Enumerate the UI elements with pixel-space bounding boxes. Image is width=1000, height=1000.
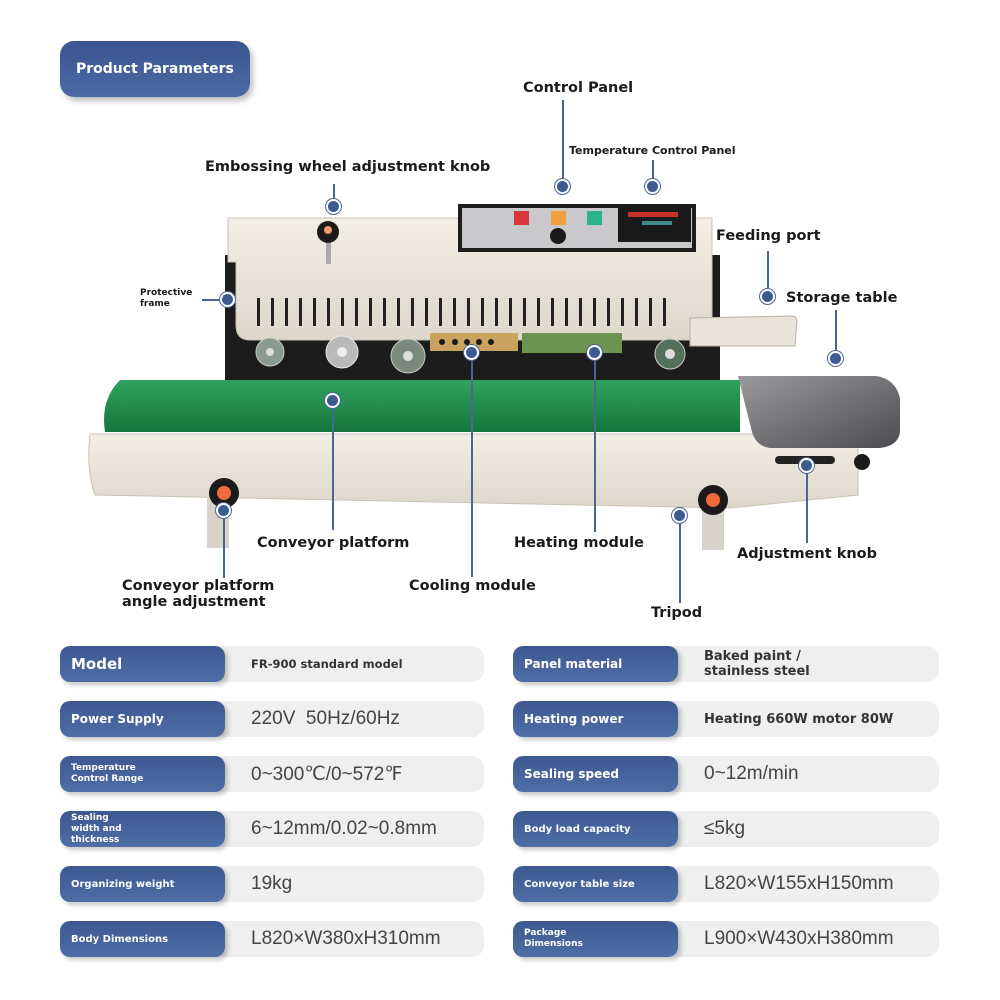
cooling-module-block bbox=[430, 333, 518, 351]
spec-label: Sealing speed bbox=[513, 756, 678, 792]
spec-value: L820×W380xH310mm bbox=[251, 928, 441, 949]
spec-label: Body load capacity bbox=[513, 811, 678, 847]
callout-angle-adjustment: Conveyor platform angle adjustment bbox=[122, 578, 275, 610]
spec-value: 220V 50Hz/60Hz bbox=[251, 708, 400, 729]
spec-label: Conveyor table size bbox=[513, 866, 678, 902]
spec-value: 0~300℃/0~572℉ bbox=[251, 763, 403, 785]
spec-row-model: Model FR-900 standard model bbox=[60, 646, 484, 682]
callout-cooling-module: Cooling module bbox=[409, 578, 536, 594]
green-switch bbox=[587, 211, 602, 225]
spec-value: 0~12m/min bbox=[704, 763, 799, 784]
callout-feeding-port: Feeding port bbox=[716, 228, 821, 244]
spec-label: Organizing weight bbox=[60, 866, 225, 902]
spec-label: Panel material bbox=[513, 646, 678, 682]
callout-storage-table: Storage table bbox=[786, 290, 898, 306]
spec-row-panel-material: Panel material Baked paint / stainless s… bbox=[513, 646, 939, 682]
callout-adjustment-knob: Adjustment knob bbox=[737, 546, 878, 562]
outfeed-tray bbox=[738, 376, 900, 448]
vent-slots bbox=[257, 298, 666, 326]
conveyor-body bbox=[88, 433, 859, 509]
spec-value: 19kg bbox=[251, 873, 293, 894]
spec-label: Body Dimensions bbox=[60, 921, 225, 957]
spec-row-sealing-width: Sealing width and thickness 6~12mm/0.02~… bbox=[60, 811, 484, 847]
spec-row-heating-power: Heating power Heating 660W motor 80W bbox=[513, 701, 939, 737]
spec-row-power-supply: Power Supply 220V 50Hz/60Hz bbox=[60, 701, 484, 737]
spec-row-sealing-speed: Sealing speed 0~12m/min bbox=[513, 756, 939, 792]
spec-value: L820×W155xH150mm bbox=[704, 873, 894, 894]
spec-value: FR-900 standard model bbox=[251, 657, 403, 671]
callout-protective-frame: Protective frame bbox=[140, 288, 193, 309]
callout-embossing-knob: Embossing wheel adjustment knob bbox=[205, 159, 491, 175]
spec-row-body-dimensions: Body Dimensions L820×W380xH310mm bbox=[60, 921, 484, 957]
spec-value: ≤5kg bbox=[704, 818, 746, 839]
callout-temperature-control-panel: Temperature Control Panel bbox=[569, 144, 736, 157]
callout-tripod: Tripod bbox=[651, 605, 703, 621]
spec-value: 6~12mm/0.02~0.8mm bbox=[251, 818, 437, 839]
spec-label: Package Dimensions bbox=[513, 921, 678, 957]
spec-label: Model bbox=[60, 646, 225, 682]
conveyor-belt bbox=[104, 380, 740, 432]
red-switch bbox=[514, 211, 529, 225]
rollers bbox=[255, 335, 686, 374]
band-sealer-machine-image bbox=[88, 204, 900, 550]
storage-table bbox=[689, 315, 798, 347]
speed-dial bbox=[550, 228, 566, 244]
side-adjustment-knob bbox=[854, 454, 870, 470]
spec-label: Heating power bbox=[513, 701, 678, 737]
spec-row-conveyor-table-size: Conveyor table size L820×W155xH150mm bbox=[513, 866, 939, 902]
spec-label: Temperature Control Range bbox=[60, 756, 225, 792]
product-parameters-title: Product Parameters bbox=[60, 41, 250, 97]
callout-control-panel: Control Panel bbox=[523, 80, 634, 96]
yellow-switch bbox=[551, 211, 566, 225]
spec-row-organizing-weight: Organizing weight 19kg bbox=[60, 866, 484, 902]
spec-value: Baked paint / stainless steel bbox=[704, 649, 810, 679]
callout-conveyor-platform: Conveyor platform bbox=[257, 535, 410, 551]
spec-row-body-load: Body load capacity ≤5kg bbox=[513, 811, 939, 847]
callout-heating-module: Heating module bbox=[514, 535, 644, 551]
spec-value: L900×W430xH380mm bbox=[704, 928, 894, 949]
spec-row-package-dimensions: Package Dimensions L900×W430xH380mm bbox=[513, 921, 939, 957]
spec-row-temperature-range: Temperature Control Range 0~300℃/0~572℉ bbox=[60, 756, 484, 792]
spec-value: Heating 660W motor 80W bbox=[704, 711, 894, 727]
heating-module-block bbox=[522, 333, 622, 353]
spec-label: Sealing width and thickness bbox=[60, 811, 225, 847]
spec-label: Power Supply bbox=[60, 701, 225, 737]
